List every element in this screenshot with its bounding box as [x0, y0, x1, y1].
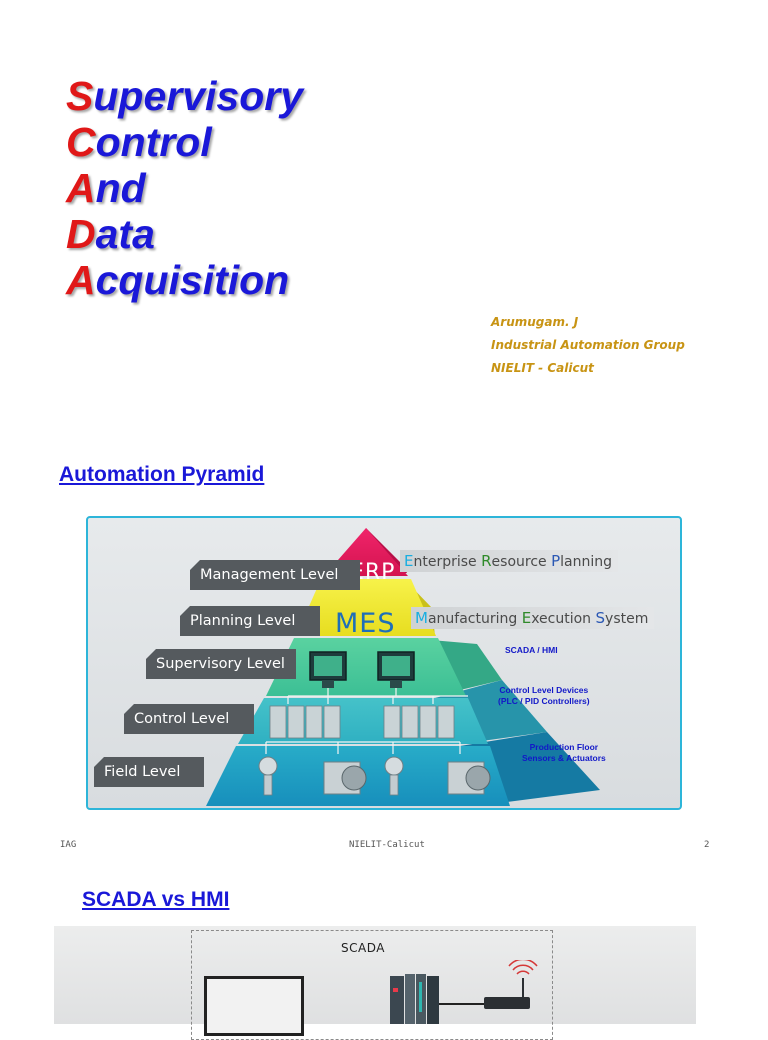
erp-desc-initial: R: [481, 552, 492, 570]
hmi-screen-icon: [204, 976, 304, 1036]
scada-figure-label: SCADA: [341, 941, 385, 955]
title-word-rest: ontrol: [95, 119, 212, 165]
pyramid-graphic: [206, 528, 600, 806]
author-group: Industrial Automation Group: [491, 338, 685, 352]
erp-desc-initial: P: [551, 552, 561, 570]
level-label-control: Control Level: [124, 704, 254, 734]
erp-desc-word: lanning: [560, 554, 613, 570]
erp-desc-initial: E: [404, 552, 414, 570]
mes-desc-initial: M: [415, 609, 428, 627]
note-control-line-1: Control Level Devices: [499, 685, 589, 695]
level-label-supervisory: Supervisory Level: [146, 649, 296, 679]
plc-rack-icon: [383, 705, 455, 739]
section-heading-scada-vs-hmi: SCADA vs HMI: [82, 888, 230, 911]
scada-vs-hmi-figure: SCADA: [54, 926, 696, 1040]
title-line-2: Control: [66, 119, 212, 165]
title-line-5: Acquisition: [66, 257, 289, 303]
motor-icon: [323, 761, 367, 795]
automation-pyramid-figure: ERP MES Management Level Planning Level …: [86, 516, 682, 810]
supervisory-tier: [266, 638, 466, 696]
footer-left: IAG: [60, 840, 77, 850]
plc-rack-icon: [269, 705, 341, 739]
level-label-field: Field Level: [94, 757, 204, 787]
hmi-monitor-icon: [377, 651, 415, 688]
author-name: Arumugam. J: [491, 315, 579, 329]
section-heading-automation-pyramid: Automation Pyramid: [59, 463, 265, 486]
title-word-rest: nd: [95, 165, 146, 211]
mes-desc-word: xecution: [531, 611, 596, 627]
sensor-icon: [258, 756, 278, 796]
hmi-monitor-icon: [309, 651, 347, 688]
plc-icon: [390, 974, 439, 1024]
title-initial: D: [66, 211, 96, 257]
sensor-icon: [384, 756, 404, 796]
title-word-rest: ata: [95, 211, 155, 257]
note-control-line-2: (PLC / PID Controllers): [498, 696, 590, 706]
erp-description: Enterprise Resource Planning: [400, 550, 619, 572]
title-initial: C: [66, 119, 96, 165]
level-label-planning: Planning Level: [180, 606, 320, 636]
router-icon: [484, 978, 530, 1009]
note-control-devices: Control Level Devices (PLC / PID Control…: [498, 685, 590, 707]
page-number: 2: [704, 840, 710, 850]
note-scada-hmi: SCADA / HMI: [505, 645, 558, 655]
erp-desc-word: nterprise: [413, 554, 482, 570]
mes-desc-initial: E: [521, 609, 532, 627]
mes-desc-word: ystem: [605, 611, 649, 627]
title-word-rest: cquisition: [95, 257, 290, 303]
title-initial: S: [66, 73, 94, 119]
plc-and-router-graphic: [390, 960, 538, 1024]
erp-desc-word: esource: [491, 554, 552, 570]
author-org: NIELIT - Calicut: [491, 361, 594, 375]
wireless-signal-icon: [508, 960, 538, 975]
title-word-rest: upervisory: [93, 73, 304, 119]
title-initial: A: [66, 257, 96, 303]
note-field-devices: Production Floor Sensors & Actuators: [522, 742, 606, 764]
note-field-line-1: Production Floor: [529, 742, 599, 752]
title-line-3: And: [66, 165, 146, 211]
mes-desc-initial: S: [595, 609, 606, 627]
network-lines: [265, 688, 468, 754]
motor-icon: [447, 761, 491, 795]
title-line-1: Supervisory: [66, 73, 303, 119]
title-line-4: Data: [66, 211, 155, 257]
level-label-management: Management Level: [190, 560, 360, 590]
title-initial: A: [66, 165, 96, 211]
mes-description: Manufacturing Execution System: [411, 607, 655, 629]
mes-tier-label: MES: [335, 608, 396, 639]
note-field-line-2: Sensors & Actuators: [522, 753, 606, 763]
mes-desc-word: anufacturing: [427, 611, 522, 627]
mes-tier: [296, 579, 436, 636]
footer-center: NIELIT-Calicut: [349, 840, 425, 850]
